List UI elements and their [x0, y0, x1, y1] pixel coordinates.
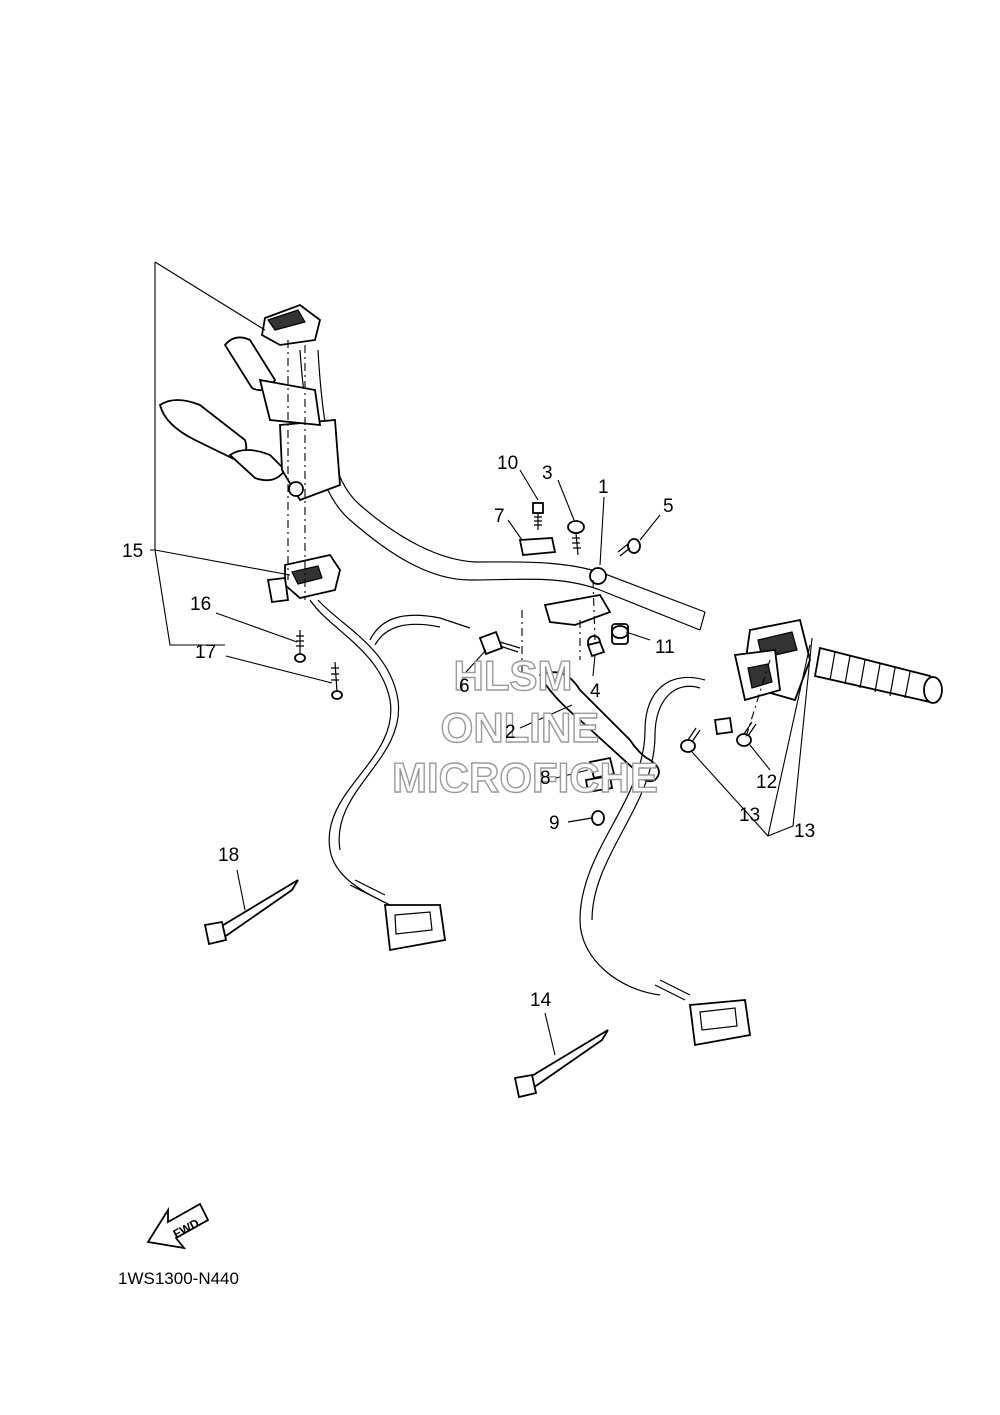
collar-11	[611, 625, 629, 639]
callout-5: 5	[663, 496, 674, 517]
screws-13	[680, 716, 757, 753]
callout-12: 13	[794, 821, 815, 842]
callout-17: 17	[195, 642, 216, 663]
clip-7	[518, 537, 557, 556]
callout-labels: 10 3 1 5 7 11 6 4 2 8 9 12 13 13 15 16 1…	[122, 453, 815, 1011]
cable-tie-14	[513, 1029, 609, 1099]
callout-10: 10	[497, 453, 518, 474]
callout-1: 1	[598, 477, 609, 498]
watermark: HLSM ONLINE MICROFICHE	[391, 651, 658, 801]
bolt-10	[532, 502, 544, 530]
watermark-line-1: HLSM	[454, 652, 573, 699]
callout-6: 6	[459, 676, 470, 697]
fwd-arrow-icon: FWD	[146, 1202, 210, 1250]
right-grip	[813, 646, 943, 704]
cable-tie-18	[203, 879, 299, 946]
bolt-3	[567, 520, 585, 556]
callout-13-a: 12	[756, 772, 777, 793]
callout-2: 2	[505, 722, 516, 743]
callout-3: 3	[542, 463, 553, 484]
callout-8: 8	[540, 768, 551, 789]
callout-16: 16	[190, 594, 211, 615]
switch-6	[478, 630, 521, 656]
left-handlebar-switch	[266, 553, 341, 603]
clutch-cable	[369, 614, 471, 646]
callout-14: 14	[530, 990, 552, 1011]
screw-9	[567, 810, 605, 826]
callout-4: 4	[590, 681, 601, 702]
callout-11: 11	[655, 637, 675, 658]
left-wire-harness	[309, 599, 447, 952]
screw-17	[331, 661, 343, 700]
right-handlebar-switch	[733, 618, 811, 702]
watermark-line-3: MICROFICHE	[392, 754, 658, 801]
watermark-line-2: ONLINE	[441, 704, 600, 751]
callout-9: 9	[549, 813, 560, 834]
callout-7: 7	[494, 506, 505, 527]
handlebar	[299, 349, 706, 631]
callout-15: 15	[122, 541, 143, 562]
screw-16	[294, 630, 306, 663]
screw-5	[617, 538, 641, 557]
callout-18: 18	[218, 845, 239, 866]
figure-code: 1WS1300-N440	[118, 1269, 239, 1288]
left-control-assembly	[158, 303, 341, 502]
callout-13-b: 13	[739, 805, 760, 826]
leader-lines	[150, 261, 813, 1056]
right-wire-harness	[579, 676, 752, 1047]
alignment-lines	[287, 340, 771, 741]
switch-8	[584, 756, 616, 794]
nut-4	[586, 640, 606, 658]
